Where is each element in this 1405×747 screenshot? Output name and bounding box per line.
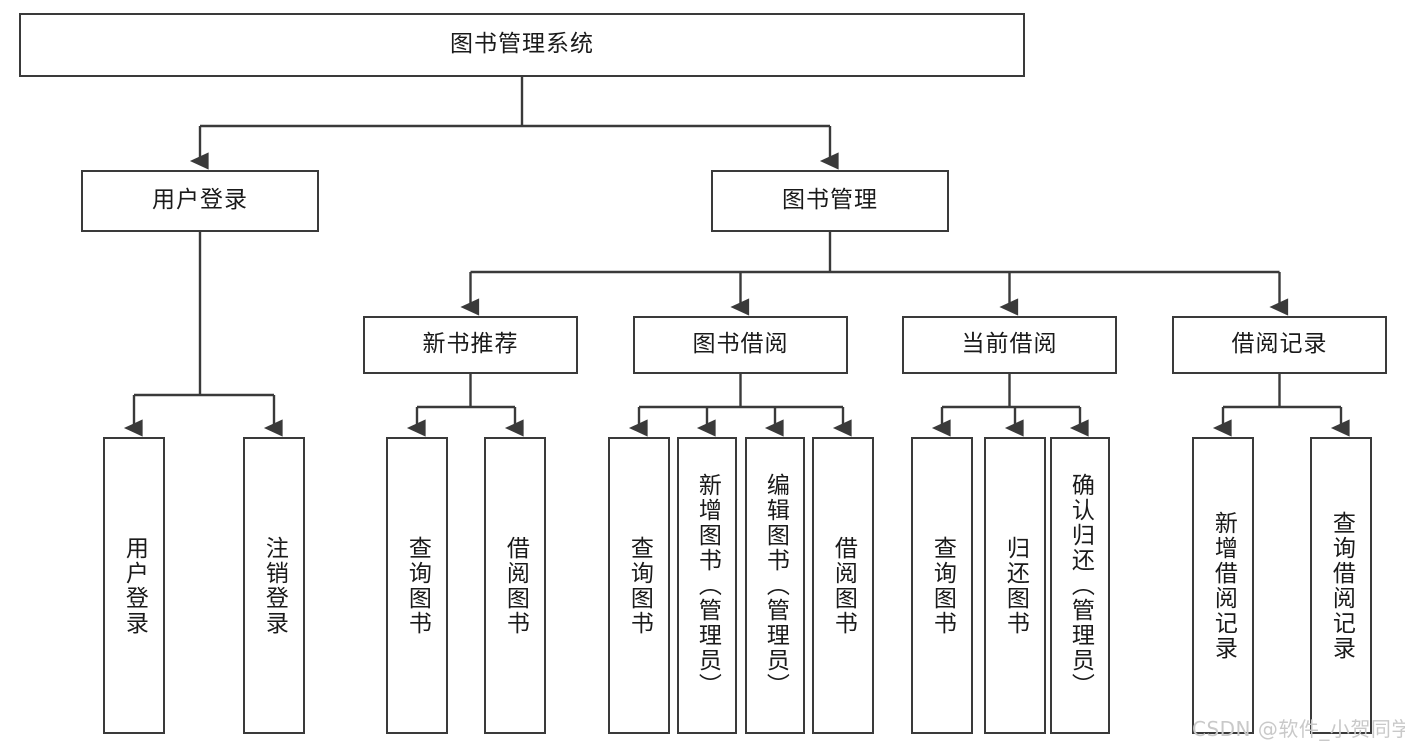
level2-node: 图书借阅 <box>633 316 848 374</box>
level2-node: 当前借阅 <box>902 316 1117 374</box>
leaf-node: 查询借阅记录 <box>1310 437 1372 734</box>
node-label: 用户登录 <box>152 187 248 214</box>
level1-node: 用户登录 <box>81 170 319 232</box>
node-label: 归还图书 <box>1002 535 1029 636</box>
leaf-node: 用户登录 <box>103 437 165 734</box>
level2-node: 借阅记录 <box>1172 316 1387 374</box>
leaf-node: 注销登录 <box>243 437 305 734</box>
node-label: 借阅图书 <box>502 535 529 636</box>
leaf-node: 新增图书（管理员） <box>677 437 737 734</box>
node-label: 新增借阅记录 <box>1210 510 1237 661</box>
node-label: 图书借阅 <box>692 331 789 358</box>
leaf-node: 确认归还（管理员） <box>1050 437 1110 734</box>
node-label: 图书管理系统 <box>450 31 594 58</box>
leaf-node: 查询图书 <box>608 437 670 734</box>
node-label: 新书推荐 <box>422 331 519 358</box>
leaf-node: 查询图书 <box>386 437 448 734</box>
node-label: 编辑图书（管理员） <box>762 473 789 698</box>
root-node: 图书管理系统 <box>19 13 1025 77</box>
node-label: 确认归还（管理员） <box>1067 473 1094 698</box>
node-label: 查询图书 <box>404 535 431 636</box>
level1-node: 图书管理 <box>711 170 949 232</box>
level2-node: 新书推荐 <box>363 316 578 374</box>
leaf-node: 借阅图书 <box>812 437 874 734</box>
node-label: 借阅记录 <box>1231 331 1328 358</box>
csdn-watermark: CSDN @软件_小贺同学 <box>1192 717 1405 741</box>
node-label: 图书管理 <box>782 187 878 214</box>
node-label: 新增图书（管理员） <box>694 473 721 698</box>
leaf-node: 借阅图书 <box>484 437 546 734</box>
node-label: 当前借阅 <box>961 331 1058 358</box>
node-label: 用户登录 <box>121 535 148 636</box>
node-label: 查询图书 <box>626 535 653 636</box>
leaf-node: 编辑图书（管理员） <box>745 437 805 734</box>
leaf-node: 查询图书 <box>911 437 973 734</box>
leaf-node: 归还图书 <box>984 437 1046 734</box>
node-label: 注销登录 <box>261 535 288 636</box>
node-label: 查询借阅记录 <box>1328 510 1355 661</box>
leaf-node: 新增借阅记录 <box>1192 437 1254 734</box>
node-label: 借阅图书 <box>830 535 857 636</box>
node-label: 查询图书 <box>929 535 956 636</box>
